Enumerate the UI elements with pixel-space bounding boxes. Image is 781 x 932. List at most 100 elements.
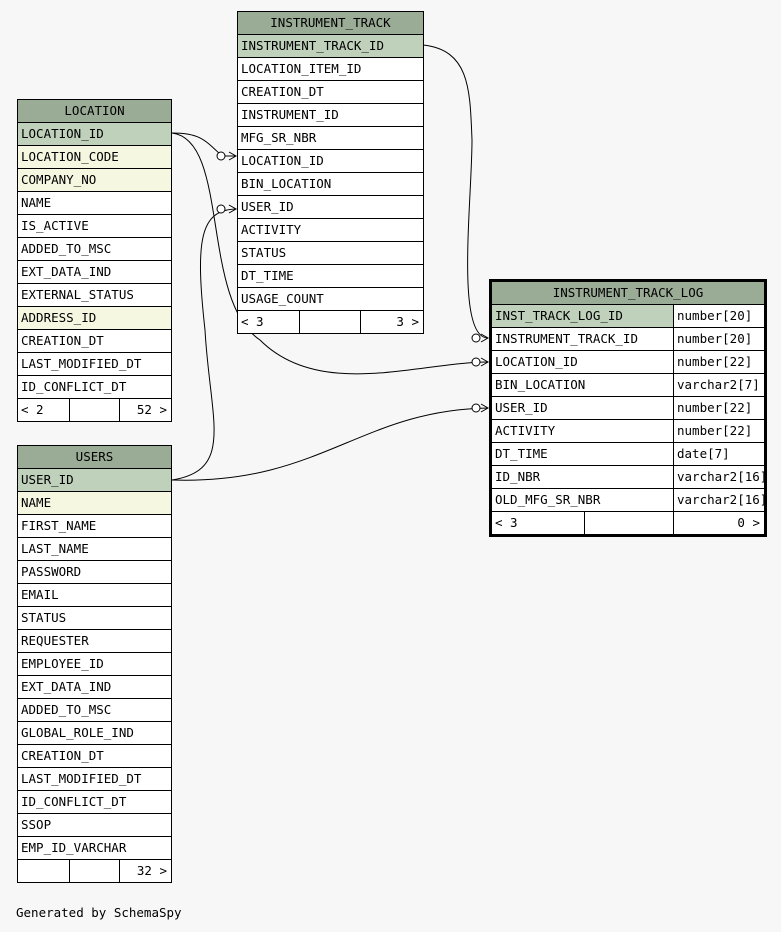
footer-middle — [585, 512, 674, 534]
children-count[interactable]: 0 > — [737, 515, 760, 530]
footer-middle — [70, 860, 120, 882]
column-name: SSOP — [21, 817, 52, 832]
column-row[interactable]: INSTRUMENT_TRACK_ID number[20] — [492, 328, 764, 351]
column-name: EXTERNAL_STATUS — [21, 287, 134, 302]
column-row[interactable]: LAST_MODIFIED_DT — [18, 353, 171, 376]
column-name: EMPLOYEE_ID — [21, 656, 104, 671]
column-row[interactable]: EXT_DATA_IND — [18, 676, 171, 699]
parents-count[interactable]: < 2 — [18, 399, 70, 421]
children-count[interactable]: 52 > — [136, 402, 167, 417]
column-name: IS_ACTIVE — [21, 218, 89, 233]
column-row[interactable]: LOCATION_ID — [18, 123, 171, 146]
column-row[interactable]: MFG_SR_NBR — [238, 127, 423, 150]
column-name: FIRST_NAME — [21, 518, 97, 533]
column-name: LAST_NAME — [21, 541, 89, 556]
column-row[interactable]: CREATION_DT — [18, 330, 171, 353]
table-title[interactable]: INSTRUMENT_TRACK_LOG — [492, 282, 764, 305]
column-row[interactable]: PASSWORD — [18, 561, 171, 584]
column-row[interactable]: LOCATION_ITEM_ID — [238, 58, 423, 81]
children-count[interactable]: 32 > — [136, 863, 167, 878]
table-users[interactable]: USERS USER_ID NAME FIRST_NAME LAST_NAME PASS… — [17, 445, 172, 883]
parents-count[interactable]: < 3 — [238, 311, 300, 333]
column-name: NAME — [21, 195, 52, 210]
column-row[interactable]: CREATION_DT — [18, 745, 171, 768]
column-row[interactable]: NAME — [18, 492, 171, 515]
column-name: STATUS — [21, 610, 67, 625]
column-row[interactable]: ACTIVITY — [238, 219, 423, 242]
table-title[interactable]: LOCATION — [18, 100, 171, 123]
column-row[interactable]: EXTERNAL_STATUS — [18, 284, 171, 307]
column-row[interactable]: ID_CONFLICT_DT — [18, 376, 171, 399]
parents-count[interactable]: < 3 — [492, 512, 585, 534]
column-name: LAST_MODIFIED_DT — [21, 356, 142, 371]
column-row[interactable]: ADDRESS_ID — [18, 307, 171, 330]
link-location-to-log — [171, 132, 489, 375]
column-name: USER_ID — [21, 472, 74, 487]
column-row[interactable]: USER_ID — [18, 469, 171, 492]
column-row[interactable]: LOCATION_ID number[22] — [492, 351, 764, 374]
column-row[interactable]: LAST_NAME — [18, 538, 171, 561]
parents-count[interactable] — [18, 860, 70, 882]
column-row[interactable]: SSOP — [18, 814, 171, 837]
column-name: ACTIVITY — [241, 222, 302, 237]
column-row[interactable]: DT_TIME — [238, 265, 423, 288]
column-row[interactable]: ID_CONFLICT_DT — [18, 791, 171, 814]
column-row[interactable]: EXT_DATA_IND — [18, 261, 171, 284]
column-name: LOCATION_ID — [495, 354, 578, 369]
column-type: number[22] — [673, 351, 764, 373]
table-title[interactable]: INSTRUMENT_TRACK — [238, 12, 423, 35]
crow-foot-markers — [228, 151, 490, 413]
column-row[interactable]: ADDED_TO_MSC — [18, 238, 171, 261]
column-name: EXT_DATA_IND — [21, 679, 112, 694]
column-name: USER_ID — [241, 199, 294, 214]
column-row[interactable]: INSTRUMENT_ID — [238, 104, 423, 127]
table-title[interactable]: USERS — [18, 446, 171, 469]
column-name: INSTRUMENT_TRACK_ID — [495, 331, 638, 346]
column-name: ID_CONFLICT_DT — [21, 379, 127, 394]
column-name: ID_CONFLICT_DT — [21, 794, 127, 809]
column-row[interactable]: FIRST_NAME — [18, 515, 171, 538]
column-row[interactable]: EMP_ID_VARCHAR — [18, 837, 171, 860]
children-count[interactable]: 3 > — [396, 314, 419, 329]
column-row[interactable]: GLOBAL_ROLE_IND — [18, 722, 171, 745]
column-row[interactable]: CREATION_DT — [238, 81, 423, 104]
column-row[interactable]: STATUS — [18, 607, 171, 630]
column-name: CREATION_DT — [21, 748, 104, 763]
relationship-endpoints — [216, 151, 481, 413]
column-row[interactable]: EMPLOYEE_ID — [18, 653, 171, 676]
column-row[interactable]: USAGE_COUNT — [238, 288, 423, 311]
column-row[interactable]: LAST_MODIFIED_DT — [18, 768, 171, 791]
column-row[interactable]: REQUESTER — [18, 630, 171, 653]
column-row[interactable]: USER_ID — [238, 196, 423, 219]
column-type: varchar2[7] — [673, 374, 764, 396]
column-row[interactable]: IS_ACTIVE — [18, 215, 171, 238]
table-footer: 32 > — [18, 860, 171, 882]
column-name: USER_ID — [495, 400, 548, 415]
column-row[interactable]: NAME — [18, 192, 171, 215]
column-name: ADDRESS_ID — [21, 310, 97, 325]
column-type: number[20] — [673, 305, 764, 327]
column-row[interactable]: STATUS — [238, 242, 423, 265]
column-row[interactable]: INSTRUMENT_TRACK_ID — [238, 35, 423, 58]
column-row[interactable]: ADDED_TO_MSC — [18, 699, 171, 722]
column-row[interactable]: COMPANY_NO — [18, 169, 171, 192]
column-name: CREATION_DT — [21, 333, 104, 348]
column-row[interactable]: EMAIL — [18, 584, 171, 607]
column-type: number[22] — [673, 420, 764, 442]
column-type: number[20] — [673, 328, 764, 350]
column-row[interactable]: LOCATION_ID — [238, 150, 423, 173]
column-row[interactable]: BIN_LOCATION — [238, 173, 423, 196]
column-row[interactable]: LOCATION_CODE — [18, 146, 171, 169]
column-name: BIN_LOCATION — [241, 176, 332, 191]
